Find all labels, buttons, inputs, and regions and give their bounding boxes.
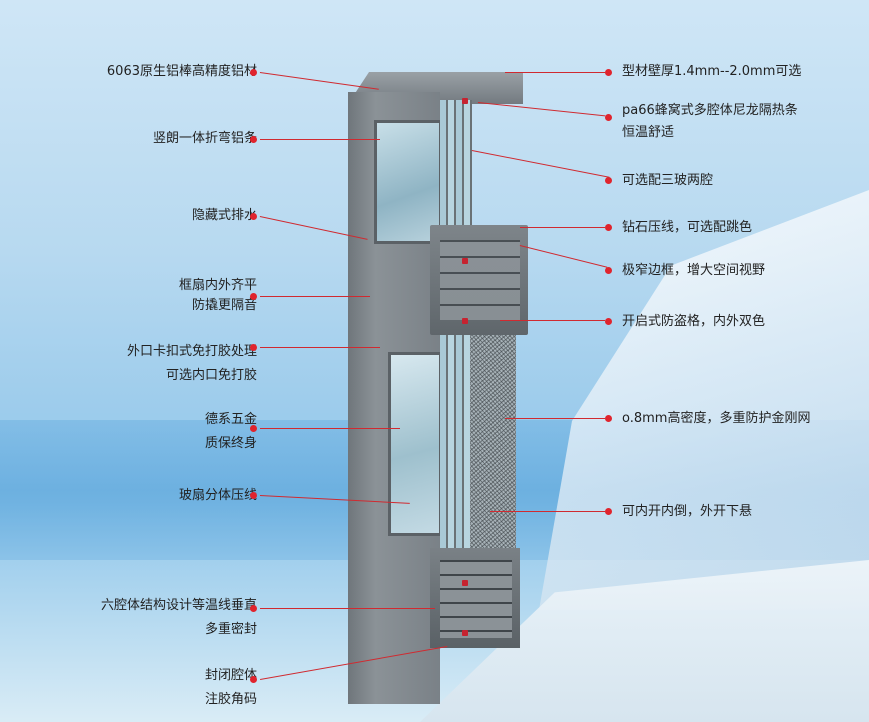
bottom-chambers — [440, 560, 512, 638]
label-line: 多重密封 — [204, 622, 257, 637]
label-line: 恒温舒适 — [622, 125, 675, 140]
leader-line — [260, 428, 400, 429]
left-label-9: 封闭腔体 注胶角码 — [205, 664, 257, 712]
left-label-7: 玻扇分体压线 — [179, 487, 257, 505]
leader-line — [519, 245, 608, 268]
label-line: 注胶角码 — [204, 692, 257, 707]
right-label-4: 钻石压线，可选配跳色 — [622, 219, 752, 237]
label-line: 隐藏式排水 — [191, 208, 257, 223]
label-line: 极窄边框，增大空间视野 — [622, 263, 766, 278]
upper-glass-pane — [374, 120, 442, 244]
right-label-3: 可选配三玻两腔 — [622, 172, 713, 190]
left-label-1: 6063原生铝棒高精度铝材 — [107, 63, 257, 81]
seal-marker — [462, 580, 468, 586]
label-line: 开启式防盗格，内外双色 — [622, 314, 766, 329]
label-line: 防撬更隔音 — [191, 298, 257, 313]
label-line: 六腔体结构设计等温线垂直 — [100, 598, 257, 613]
callout-dot — [250, 605, 257, 612]
callout-dot — [605, 224, 612, 231]
left-label-5: 外口卡扣式免打胶处理 可选内口免打胶 — [127, 340, 257, 388]
leader-line — [260, 608, 435, 609]
right-label-5: 极窄边框，增大空间视野 — [622, 262, 765, 280]
seal-marker — [462, 318, 468, 324]
lower-glass-pane — [388, 352, 442, 536]
glass-layers — [440, 100, 472, 620]
label-line: 6063原生铝棒高精度铝材 — [106, 64, 257, 79]
leader-line — [505, 72, 605, 73]
label-line: 可内开内倒，外开下悬 — [622, 504, 753, 519]
left-label-6: 德系五金 质保终身 — [205, 408, 257, 456]
seal-marker — [462, 258, 468, 264]
callout-dot — [250, 136, 257, 143]
callout-dot — [250, 344, 257, 351]
label-line: 德系五金 — [204, 412, 257, 427]
left-label-3: 隐藏式排水 — [192, 207, 257, 225]
leader-line — [260, 347, 380, 348]
label-line: 可选配三玻两腔 — [622, 173, 714, 188]
label-line: 可选内口免打胶 — [165, 368, 257, 383]
callout-dot — [605, 508, 612, 515]
callout-dot — [250, 492, 257, 499]
right-label-1: 型材壁厚1.4mm--2.0mm可选 — [622, 63, 801, 81]
building-background — [539, 190, 869, 610]
callout-dot — [605, 267, 612, 274]
callout-dot — [250, 676, 257, 683]
label-line: 玻扇分体压线 — [178, 488, 257, 503]
callout-dot — [250, 69, 257, 76]
leader-line — [259, 72, 379, 90]
label-line: 钻石压线，可选配跳色 — [622, 220, 753, 235]
left-label-4: 框扇内外齐平 防撬更隔音 — [179, 276, 257, 316]
callout-dot — [605, 318, 612, 325]
security-mesh — [470, 296, 516, 574]
label-line: 封闭腔体 — [204, 668, 257, 683]
right-label-6: 开启式防盗格，内外双色 — [622, 313, 765, 331]
left-label-8: 六腔体结构设计等温线垂直 多重密封 — [101, 594, 257, 642]
leader-line — [490, 511, 605, 512]
callout-dot — [250, 213, 257, 220]
label-line: 型材壁厚1.4mm--2.0mm可选 — [622, 64, 802, 79]
right-label-2: pa66蜂窝式多腔体尼龙隔热条 恒温舒适 — [622, 100, 798, 144]
leader-line — [471, 150, 610, 178]
leader-line — [520, 227, 605, 228]
callout-dot — [605, 415, 612, 422]
callout-dot — [605, 114, 612, 121]
label-line: o.8mm高密度，多重防护金刚网 — [622, 411, 811, 426]
callout-dot — [250, 293, 257, 300]
label-line: 质保终身 — [204, 436, 257, 451]
leader-line — [260, 139, 380, 140]
seal-marker — [462, 630, 468, 636]
leader-line — [505, 418, 605, 419]
callout-dot — [605, 177, 612, 184]
callout-dot — [250, 425, 257, 432]
leader-line — [260, 296, 370, 297]
middle-chambers — [440, 240, 520, 320]
label-line: 竖朗一体折弯铝条 — [152, 131, 257, 146]
seal-marker — [462, 98, 468, 104]
label-line: 外口卡扣式免打胶处理 — [126, 344, 257, 359]
callout-dot — [605, 69, 612, 76]
right-label-8: 可内开内倒，外开下悬 — [622, 503, 752, 521]
leader-line — [477, 102, 606, 117]
label-line: 框扇内外齐平 — [178, 278, 257, 293]
right-label-7: o.8mm高密度，多重防护金刚网 — [622, 410, 810, 428]
left-label-2: 竖朗一体折弯铝条 — [153, 130, 257, 148]
label-line: pa66蜂窝式多腔体尼龙隔热条 — [622, 103, 798, 118]
leader-line — [500, 320, 605, 321]
